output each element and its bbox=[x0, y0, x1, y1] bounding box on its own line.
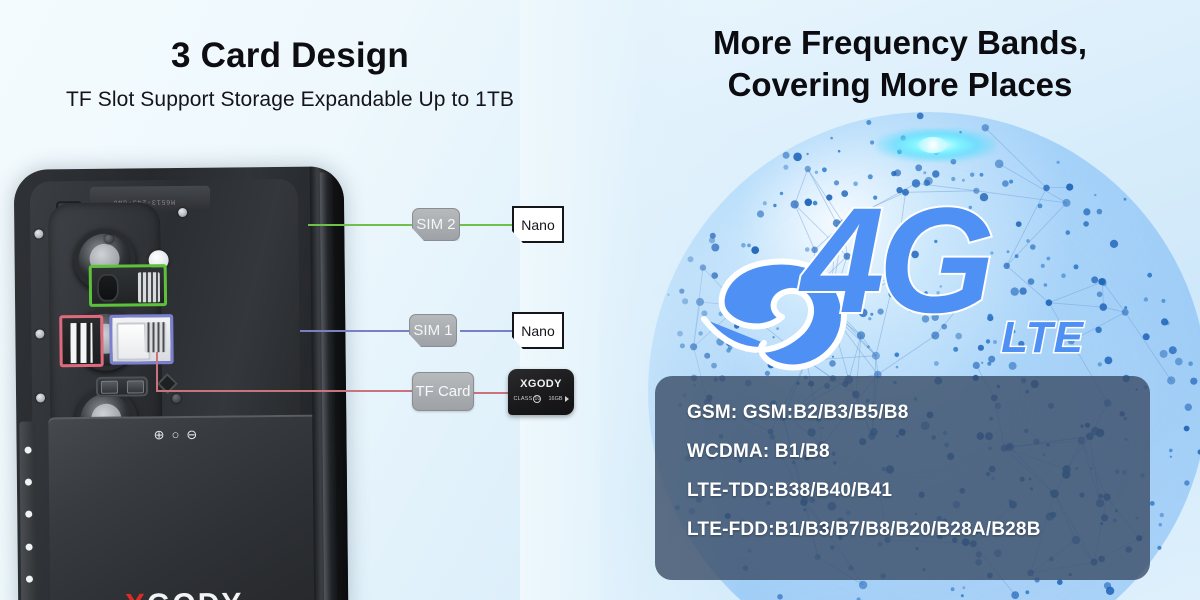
spec-line-lte-tdd: LTE-TDD:B38/B40/B41 bbox=[687, 480, 893, 501]
rail-screw-2 bbox=[24, 478, 32, 486]
4g-lte-badge: 4G LTE bbox=[700, 176, 1090, 385]
spec-line-wcdma: WCDMA: B1/B8 bbox=[687, 441, 830, 462]
tf-leader-line-right bbox=[468, 392, 514, 394]
battery-cover: ⊕ ○ ⊖ XGODY bbox=[48, 414, 319, 600]
callout-chip-sim2[interactable]: SIM 2 bbox=[412, 208, 460, 241]
phone-brand-logo: XGODY bbox=[50, 587, 318, 600]
sim2-leader-line-right bbox=[458, 224, 513, 226]
rail-screw-5 bbox=[25, 575, 33, 583]
brand-logo-rest: GODY bbox=[147, 587, 244, 600]
microsd-capacity: 16GB bbox=[548, 396, 569, 402]
sim1-leader-line-left bbox=[300, 330, 410, 332]
microsd-spec-row: CLASS 10 16GB bbox=[508, 395, 574, 403]
callout-chip-sim2-label: SIM 2 bbox=[416, 216, 456, 233]
spec-line-lte-fdd: LTE-FDD:B1/B3/B7/B8/B20/B28A/B28B bbox=[687, 519, 1041, 540]
4g-label: 4G bbox=[799, 176, 997, 344]
screw-center bbox=[104, 234, 114, 244]
spec-line-gsm: GSM: GSM:B2/B3/B5/B8 bbox=[687, 402, 909, 423]
callout-chip-sim1-label: SIM 1 bbox=[413, 322, 453, 339]
tf-contacts bbox=[70, 322, 93, 364]
contact-pad-1 bbox=[100, 380, 118, 394]
rail-screw-4 bbox=[25, 543, 33, 551]
lens-flare-core-icon bbox=[918, 137, 948, 153]
screw-left-mid bbox=[35, 329, 45, 339]
right-headline-line1: More Frequency Bands, bbox=[712, 24, 1088, 61]
microsd-class-label: CLASS bbox=[513, 396, 533, 402]
frequency-bands-panel: GSM: GSM:B2/B3/B5/B8 WCDMA: B1/B8 LTE-TD… bbox=[655, 376, 1150, 580]
callout-chip-sim1[interactable]: SIM 1 bbox=[409, 314, 457, 347]
callout-chip-tf-card-label: TF Card bbox=[415, 383, 471, 400]
left-subheadline: TF Slot Support Storage Expandable Up to… bbox=[66, 88, 514, 111]
polarity-plus-icon: ⊕ bbox=[153, 426, 165, 442]
rail-screw-3 bbox=[24, 511, 32, 519]
sim2-ejector bbox=[96, 273, 120, 302]
right-headline: More Frequency Bands, Covering More Plac… bbox=[610, 22, 1190, 106]
microsd-class-icon: CLASS 10 bbox=[513, 395, 542, 403]
contact-pad-2 bbox=[126, 379, 144, 394]
screw-top-right bbox=[178, 207, 188, 218]
right-headline-line2: Covering More Places bbox=[727, 66, 1073, 104]
sim2-leader-line-left bbox=[308, 224, 423, 226]
microsd-card-graphic[interactable]: XGODY CLASS 10 16GB bbox=[508, 369, 574, 415]
screw-left-top bbox=[34, 229, 44, 239]
callout-card-sim1-nano[interactable]: Nano bbox=[512, 312, 564, 349]
phone-back-view: M6513-245-GW0 bbox=[13, 166, 349, 600]
tf-leader-line-horizontal bbox=[156, 390, 414, 392]
tf-leader-line-vertical bbox=[156, 352, 158, 392]
callout-card-sim1-label: Nano bbox=[521, 322, 555, 339]
antenna-contact-pads bbox=[95, 376, 149, 397]
4g-swoosh-graphic bbox=[701, 258, 847, 371]
polarity-neutral-icon: ○ bbox=[171, 426, 180, 442]
tf-slot-highlight bbox=[59, 314, 104, 368]
polarity-minus-icon: ⊖ bbox=[186, 426, 198, 442]
rail-screw-1 bbox=[24, 446, 32, 454]
sim1-slot-highlight bbox=[109, 314, 174, 365]
sim2-contacts bbox=[137, 272, 161, 303]
microsd-capacity-label: 16GB bbox=[548, 396, 563, 402]
microsd-brand-label: XGODY bbox=[520, 378, 562, 390]
lte-label: LTE bbox=[1000, 312, 1085, 364]
microsd-arrow-icon bbox=[564, 396, 569, 402]
screw-bottom-right bbox=[172, 393, 182, 404]
phone-side-rail bbox=[19, 421, 38, 600]
battery-polarity-markings: ⊕ ○ ⊖ bbox=[140, 426, 210, 443]
sim1-contacts bbox=[144, 322, 167, 353]
sim1-leader-line-right bbox=[460, 330, 515, 332]
microsd-class-value: 10 bbox=[533, 395, 542, 403]
callout-chip-tf-card[interactable]: TF Card bbox=[412, 372, 474, 411]
callout-card-sim2-label: Nano bbox=[521, 216, 555, 233]
brand-logo-x: X bbox=[125, 588, 147, 600]
sim2-slot-highlight bbox=[88, 264, 168, 307]
left-headline: 3 Card Design bbox=[171, 36, 409, 75]
screw-left-bottom bbox=[36, 393, 46, 403]
callout-card-sim2-nano[interactable]: Nano bbox=[512, 206, 564, 243]
